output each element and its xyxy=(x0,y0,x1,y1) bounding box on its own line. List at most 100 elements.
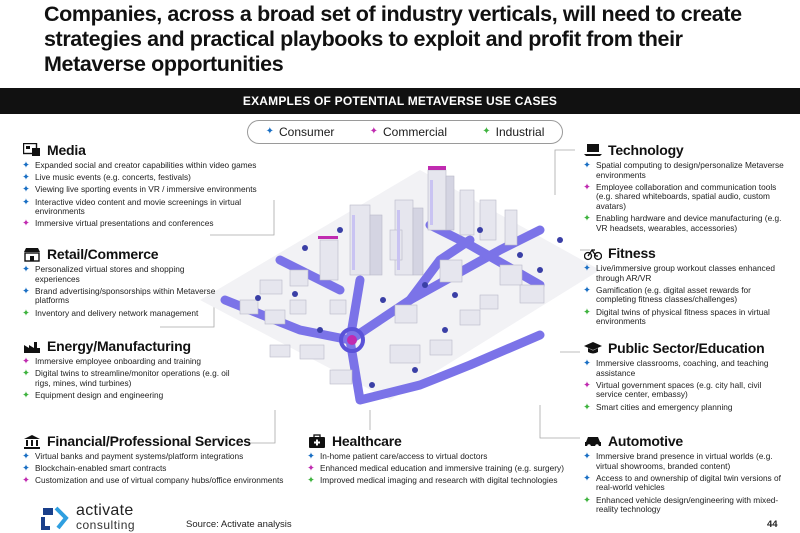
commercial-star-icon: ✦ xyxy=(22,475,30,487)
industrial-star-icon: ✦ xyxy=(307,475,315,487)
consumer-star-icon: ✦ xyxy=(22,172,30,184)
section-title: Energy/Manufacturing xyxy=(47,338,191,354)
list-item-text: Equipment design and engineering xyxy=(35,389,164,400)
legend-industrial-label: Industrial xyxy=(495,125,545,139)
list-item-text: Access to and ownership of digital twin … xyxy=(596,472,781,493)
list-item: ✦ In-home patient care/access to virtual … xyxy=(307,451,577,462)
industrial-star-icon: ✦ xyxy=(482,126,491,137)
source-note: Source: Activate analysis xyxy=(186,519,292,530)
item-list: ✦Spatial computing to design/personalize… xyxy=(583,160,788,233)
item-list: ✦Immersive classrooms, coaching, and tea… xyxy=(583,358,788,413)
list-item-text: Interactive video content and movie scre… xyxy=(35,196,242,217)
list-item: ✦ Immersive employee onboarding and train… xyxy=(22,356,237,367)
list-item-text: Digital twins to streamline/monitor oper… xyxy=(35,368,230,388)
list-item: ✦ Employee collaboration and communicatio… xyxy=(583,181,788,212)
commercial-star-icon: ✦ xyxy=(22,218,30,230)
consumer-star-icon: ✦ xyxy=(22,160,30,171)
commercial-star-icon: ✦ xyxy=(22,356,30,367)
item-list: ✦ Immersive brand presence in virtual wor… xyxy=(583,451,788,515)
section-title: Technology xyxy=(608,142,684,158)
page-number: 44 xyxy=(767,519,778,530)
media-icon xyxy=(22,142,42,158)
section-retail: Retail/Commerce ✦Personalized virtual st… xyxy=(22,245,222,321)
consumer-star-icon: ✦ xyxy=(583,472,591,484)
list-item-text: Brand advertising/sponsorships within Me… xyxy=(35,285,216,306)
list-item: ✦ Enhanced vehicle design/engineering wit… xyxy=(583,494,788,515)
list-item-text: Smart cities and emergency planning xyxy=(596,401,733,412)
list-item-text: Virtual government spaces (e.g. city hal… xyxy=(596,379,762,400)
section-public: Public Sector/Education ✦Immersive class… xyxy=(583,339,788,415)
industrial-star-icon: ✦ xyxy=(22,307,30,319)
list-item: ✦ Live/immersive group workout classes en… xyxy=(583,263,788,283)
section-technology: Technology ✦Spatial computing to design/… xyxy=(583,141,788,236)
legend-commercial-label: Commercial xyxy=(383,125,448,139)
section-energy: Energy/Manufacturing ✦ Immersive employee… xyxy=(22,337,237,403)
consumer-star-icon: ✦ xyxy=(22,285,30,297)
section-automotive: Automotive ✦ Immersive brand presence in … xyxy=(583,432,788,517)
list-item-text: Immersive brand presence in virtual worl… xyxy=(596,451,773,471)
list-item: ✦Equipment design and engineering xyxy=(22,389,237,401)
commercial-star-icon: ✦ xyxy=(307,463,315,475)
list-item: ✦Digital twins of physical fitness space… xyxy=(583,306,788,327)
company-logo: activate consulting xyxy=(40,503,135,533)
list-item-text: In-home patient care/access to virtual d… xyxy=(320,451,488,461)
bicycle-icon xyxy=(583,245,603,261)
list-item-text: Blockchain-enabled smart contracts xyxy=(35,463,167,474)
section-title: Public Sector/Education xyxy=(608,340,765,356)
list-item: ✦Live music events (e.g. concerts, festi… xyxy=(22,173,278,183)
section-title: Healthcare xyxy=(332,433,402,449)
list-item-text: Customization and use of virtual company… xyxy=(35,475,284,486)
legend-commercial: ✦ Commercial xyxy=(370,125,447,139)
item-list: ✦Personalized virtual stores and shoppin… xyxy=(22,264,222,319)
item-list: ✦ Live/immersive group workout classes en… xyxy=(583,263,788,327)
section-title: Automotive xyxy=(608,433,684,449)
page-headline: Companies, across a broad set of industr… xyxy=(44,2,742,76)
list-item-text: Inventory and delivery network managemen… xyxy=(35,307,199,318)
list-item-text: Gamification (e.g. digital asset rewards… xyxy=(596,284,751,305)
consumer-star-icon: ✦ xyxy=(22,196,30,208)
list-item: ✦ Access to and ownership of digital twin… xyxy=(583,472,788,493)
list-item: ✦ Inventory and delivery network manageme… xyxy=(22,307,222,319)
section-title: Retail/Commerce xyxy=(47,246,159,262)
item-list: ✦Virtual banks and payment systems/platf… xyxy=(22,451,312,486)
list-item: ✦Immersive brand presence in virtual wor… xyxy=(583,451,788,471)
list-item-text: Immersive virtual presentations and conf… xyxy=(35,218,214,229)
consumer-star-icon: ✦ xyxy=(22,451,30,462)
consumer-star-icon: ✦ xyxy=(307,451,315,462)
car-icon xyxy=(583,433,603,449)
consumer-star-icon: ✦ xyxy=(583,263,591,274)
list-item-text: Enhanced medical education and immersive… xyxy=(320,463,564,474)
list-item: ✦Virtual government spaces (e.g. city ha… xyxy=(583,379,788,400)
industrial-star-icon: ✦ xyxy=(583,306,591,318)
location-pin-icon xyxy=(347,335,357,345)
list-item: ✦ Blockchain-enabled smart contracts xyxy=(22,464,312,474)
section-banner: EXAMPLES OF POTENTIAL METAVERSE USE CASE… xyxy=(0,88,800,114)
item-list: ✦ Immersive employee onboarding and train… xyxy=(22,356,237,401)
section-title: Fitness xyxy=(608,245,656,261)
industrial-star-icon: ✦ xyxy=(583,494,591,506)
commercial-star-icon: ✦ xyxy=(583,181,591,193)
list-item-text: Immersive employee onboarding and traini… xyxy=(35,356,202,366)
section-fitness: Fitness ✦ Live/immersive group workout cl… xyxy=(583,244,788,329)
list-item-text: Enhanced vehicle design/engineering with… xyxy=(596,494,779,515)
list-item: ✦Smart cities and emergency planning xyxy=(583,401,788,413)
logo-wordmark: activate xyxy=(76,502,134,519)
list-item-text: Employee collaboration and communication… xyxy=(596,181,777,211)
list-item-text: Improved medical imaging and research wi… xyxy=(320,475,558,486)
legend-industrial: ✦ Industrial xyxy=(482,125,544,139)
section-healthcare: Healthcare ✦ In-home patient care/access … xyxy=(307,432,577,489)
industrial-star-icon: ✦ xyxy=(22,368,30,380)
section-financial: Financial/Professional Services ✦Virtual… xyxy=(22,432,312,489)
list-item: ✦Viewing live sporting events in VR / im… xyxy=(22,185,278,195)
list-item-text: Live/immersive group workout classes enh… xyxy=(596,263,775,283)
buildings xyxy=(239,166,545,385)
list-item-text: Enabling hardware and device manufacturi… xyxy=(596,213,782,233)
item-list: ✦Expanded social and creator capabilitie… xyxy=(22,160,278,230)
trees xyxy=(255,227,563,388)
factory-icon xyxy=(22,338,42,354)
roundabout xyxy=(339,327,365,353)
laptop-icon xyxy=(583,142,603,158)
legend: ✦ Consumer ✦ Commercial ✦ Industrial xyxy=(247,120,563,144)
section-media: Media ✦Expanded social and creator capab… xyxy=(22,141,278,232)
list-item: ✦ Customization and use of virtual compan… xyxy=(22,476,312,486)
